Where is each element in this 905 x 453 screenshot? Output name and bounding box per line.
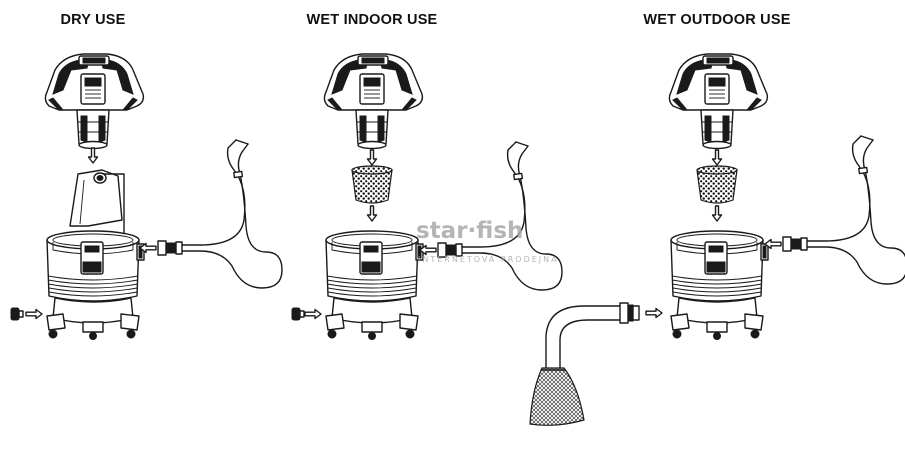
arrow-icon xyxy=(711,205,723,222)
panel-title-wet-outdoor: WET OUTDOOR USE xyxy=(643,12,790,28)
arrow-icon xyxy=(87,147,99,164)
outdoor-hose-icon xyxy=(545,302,640,369)
dust-bag-icon xyxy=(69,169,125,241)
hose-icon xyxy=(806,135,905,285)
tank-icon xyxy=(670,230,769,341)
foam-filter-icon xyxy=(351,165,393,204)
arrow-icon xyxy=(711,149,723,166)
arrow-icon xyxy=(304,308,322,320)
vacuum-motor-head-icon xyxy=(323,53,424,150)
vacuum-motor-head-icon xyxy=(668,53,769,150)
watermark-brand: star·fish xyxy=(416,218,523,244)
arrow-icon xyxy=(645,307,663,319)
drain-plug-icon xyxy=(291,307,305,321)
connector-icon xyxy=(782,236,808,252)
tank-icon xyxy=(325,230,424,341)
tank-icon xyxy=(46,230,145,341)
watermark: star·fish INTERNETOVÁ PRODEJNA xyxy=(416,218,559,264)
vacuum-motor-head-icon xyxy=(44,53,145,150)
panel-dry xyxy=(10,53,283,341)
drain-plug-icon xyxy=(10,307,24,321)
panel-wet-indoor xyxy=(291,53,563,341)
connector-icon xyxy=(157,240,183,256)
filter-sock-icon xyxy=(529,367,585,426)
foam-filter-icon xyxy=(696,165,738,204)
arrow-icon xyxy=(366,149,378,166)
arrow-icon xyxy=(366,205,378,222)
hose-icon xyxy=(181,139,283,289)
watermark-tagline: INTERNETOVÁ PRODEJNA xyxy=(418,253,559,264)
panel-title-wet-indoor: WET INDOOR USE xyxy=(307,12,438,28)
hose-icon xyxy=(461,141,563,291)
panel-title-dry: DRY USE xyxy=(60,12,125,28)
arrow-icon xyxy=(25,308,43,320)
panel-wet-outdoor xyxy=(529,53,905,426)
